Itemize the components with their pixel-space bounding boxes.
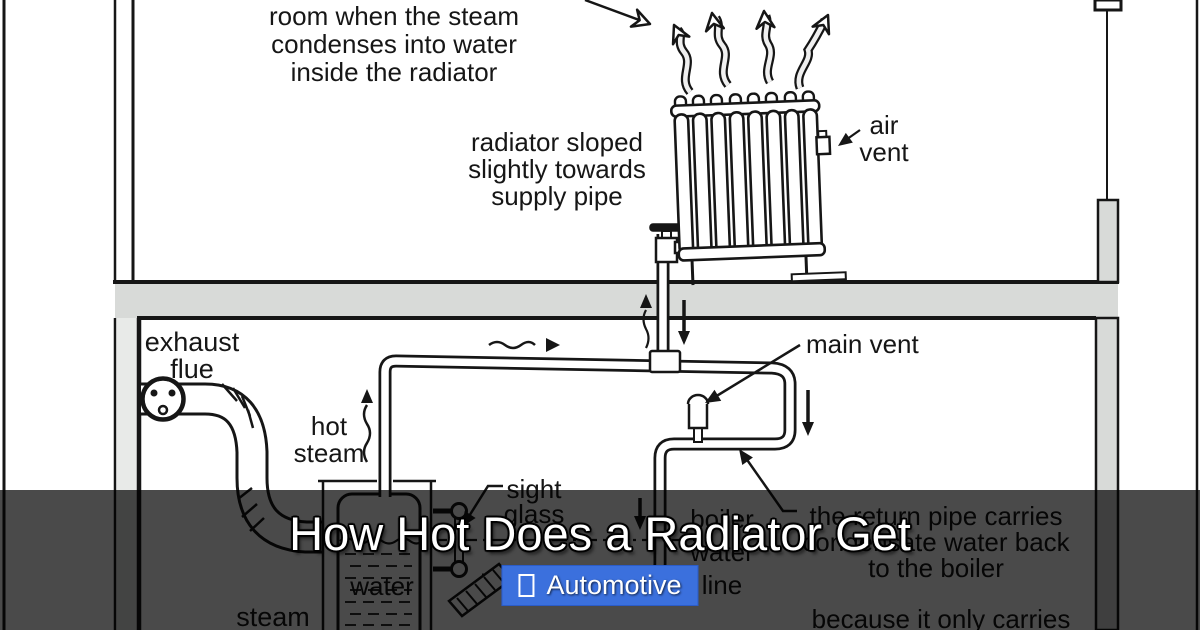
radiator-sloped-caption: radiator sloped slightly towards supply …: [468, 127, 646, 211]
radiator-tubes: [673, 108, 824, 256]
main-vent-device: [686, 393, 710, 443]
flue-fan: [140, 376, 186, 422]
main-vent-label: main vent: [806, 329, 919, 359]
air-vent-label: air vent: [859, 110, 909, 167]
air-vent-fitting: [815, 129, 832, 156]
room-caption: room when the steam condenses into water…: [268, 1, 519, 87]
radiator: [669, 90, 847, 286]
exhaust-flue-label: exhaust flue: [144, 327, 240, 384]
category-badge[interactable]: Automotive: [501, 565, 699, 606]
tee-fitting: [648, 349, 682, 374]
page-title: How Hot Does a Radiator Get: [289, 507, 911, 560]
title-overlay-band: How Hot Does a Radiator Get Automotive: [0, 490, 1200, 630]
flow-arrows: [361, 294, 814, 530]
heat-wave-arrows: [671, 9, 831, 95]
box-glyph-icon: [518, 574, 535, 597]
hot-steam-label: hot steam: [293, 411, 365, 468]
category-label: Automotive: [546, 570, 682, 600]
floor-slab: [113, 280, 1119, 320]
